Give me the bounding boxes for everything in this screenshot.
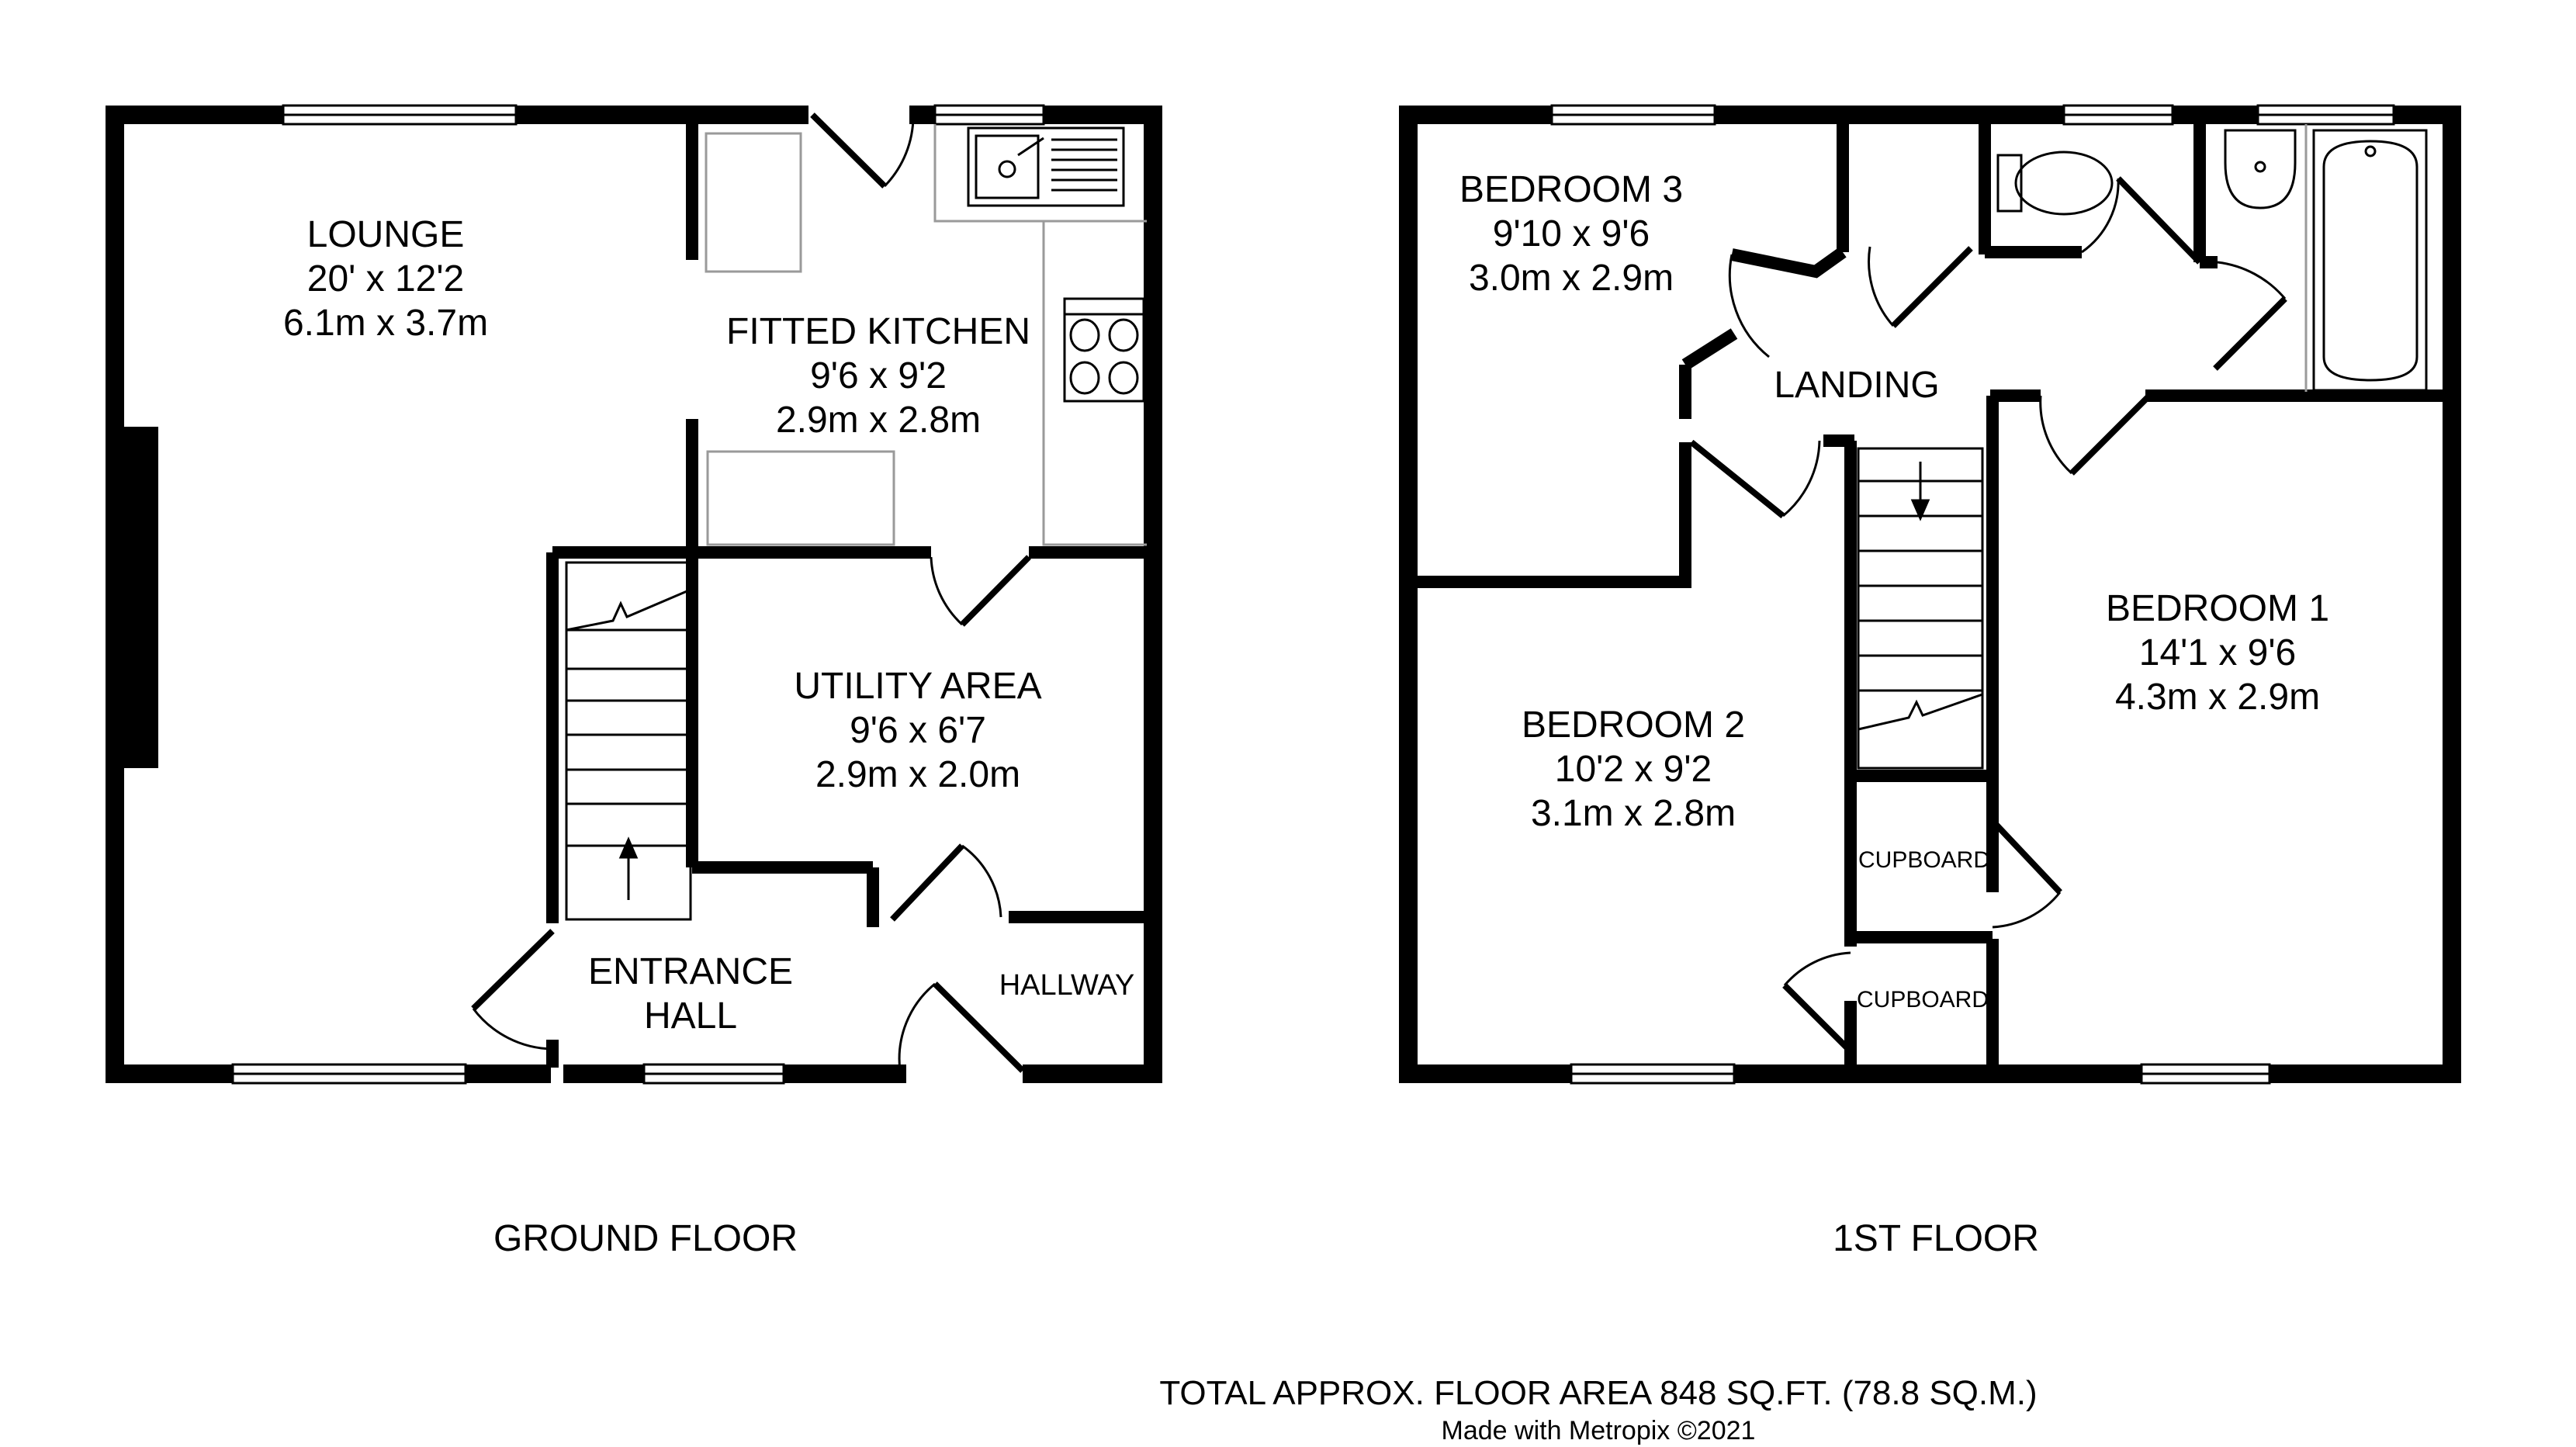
bedroom2-imperial: 10'2 x 9'2 [1555,749,1712,790]
chimney-breast [115,427,158,768]
bedroom3-metric: 3.0m x 2.9m [1469,258,1674,299]
bedroom3-imperial: 9'10 x 9'6 [1493,213,1650,254]
first-floor-staircase [1857,447,1984,770]
utility-label: UTILITY AREA [794,666,1041,707]
bathroom-fixtures [1996,129,2428,392]
bedroom1-label: BEDROOM 1 [2106,588,2329,629]
ground-floor-windows [231,104,1045,1085]
entrance-hall-label: ENTRANCE [588,951,793,992]
first-floor-windows [1550,104,2395,1085]
utility-imperial: 9'6 x 6'7 [850,710,986,751]
total-floor-area: TOTAL APPROX. FLOOR AREA 848 SQ.FT. (78.… [1159,1374,2037,1412]
stair-down-arrow [1910,499,1930,521]
cupboard-lower-label: CUPBOARD [1857,987,1989,1013]
lounge-metric: 6.1m x 3.7m [283,303,488,344]
ground-floor-label: GROUND FLOOR [493,1218,798,1259]
ground-floor-staircase [565,561,692,921]
entrance-hall-label-2: HALL [644,995,737,1037]
ground-floor-door-gaps [551,104,1023,1085]
hob-icon [1063,297,1145,403]
kitchen-label: FITTED KITCHEN [726,311,1030,352]
bedroom2-metric: 3.1m x 2.8m [1531,793,1736,834]
bath-icon [2312,129,2428,392]
utility-metric: 2.9m x 2.0m [815,754,1020,795]
bedroom2-label: BEDROOM 2 [1522,704,1745,746]
kitchen-metric: 2.9m x 2.8m [776,400,981,441]
first-floor-doors [1689,176,2287,1054]
cupboard-upper-label: CUPBOARD [1858,847,1990,873]
hallway-label: HALLWAY [999,969,1135,1002]
first-floor-interior-walls [1418,124,2444,1068]
bedroom1-imperial: 14'1 x 9'6 [2139,632,2296,673]
bedroom1-metric: 4.3m x 2.9m [2115,677,2320,718]
lounge-label: LOUNGE [307,214,465,255]
bedroom3-label: BEDROOM 3 [1459,169,1683,210]
ground-floor-outer-walls [106,106,1162,1083]
kitchen-imperial: 9'6 x 9'2 [810,355,947,396]
sink-icon [967,126,1125,207]
ground-floor-doors [471,113,1031,1073]
stair-up-arrow [618,836,639,859]
toilet-icon [1996,151,2114,216]
landing-label: LANDING [1774,365,1939,406]
first-floor-plan: BEDROOM 3 9'10 x 9'6 3.0m x 2.9m LANDING… [1399,104,2461,1259]
ground-floor-plan: LOUNGE 20' x 12'2 6.1m x 3.7m FITTED KIT… [106,104,1162,1259]
credit-text: Made with Metropix ©2021 [1442,1416,1756,1445]
kitchen-fixtures [705,124,1147,546]
basin-icon [2224,129,2297,209]
ground-floor-interior-walls [546,124,1147,1068]
first-floor-label: 1ST FLOOR [1833,1218,2039,1259]
lounge-imperial: 20' x 12'2 [307,258,464,299]
